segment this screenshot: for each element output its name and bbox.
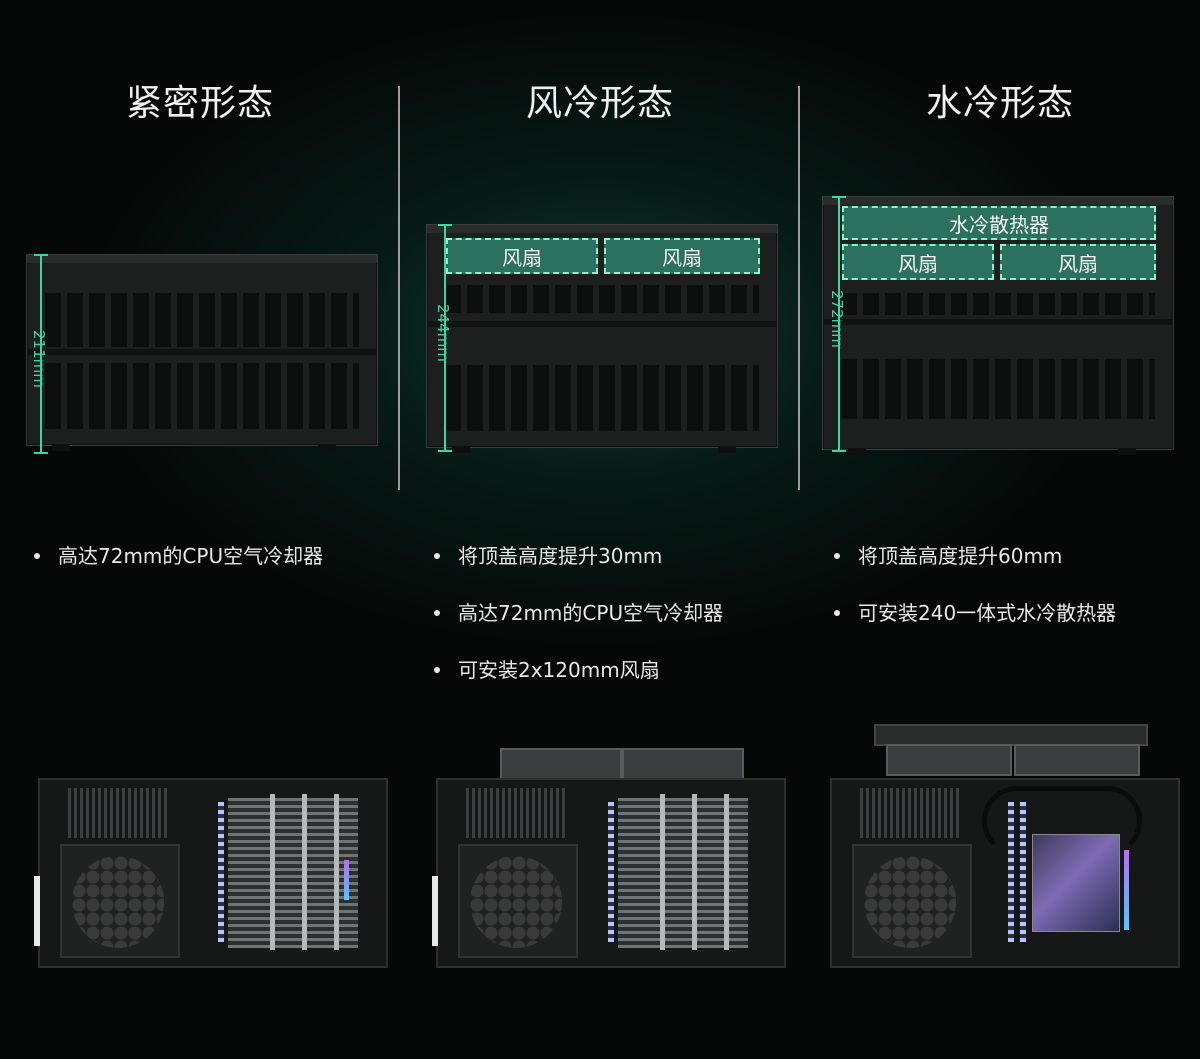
feature-item: 高达72mm的CPU空气冷却器 xyxy=(434,598,723,655)
fan-slot: 风扇 xyxy=(842,244,994,280)
case-front-view xyxy=(26,254,378,446)
top-fan-icon xyxy=(886,744,1012,776)
height-dimension-line xyxy=(832,196,846,452)
psu-fan-icon xyxy=(72,856,164,948)
divider xyxy=(798,86,800,490)
layout-air-cooling: 风冷形态 风扇 风扇 244mm 将顶盖高度提升30mm 高达72mm的CPU空… xyxy=(400,0,800,1059)
feature-item: 将顶盖高度提升30mm xyxy=(434,541,723,598)
fan-slot: 风扇 xyxy=(604,238,760,274)
radiator-slot: 水冷散热器 xyxy=(842,206,1156,240)
interior-photo xyxy=(34,778,388,968)
radiator-icon xyxy=(874,724,1148,746)
layout-compact: 紧密形态 211mm 高达72mm的CPU空气冷却器 xyxy=(0,0,400,1059)
feature-list: 高达72mm的CPU空气冷却器 xyxy=(34,541,323,598)
top-fan-icon xyxy=(1014,744,1140,776)
top-fan-icon xyxy=(500,748,622,780)
height-label: 211mm xyxy=(30,330,48,388)
feature-list: 将顶盖高度提升30mm 高达72mm的CPU空气冷却器 可安装2x120mm风扇 xyxy=(434,541,723,712)
feature-list: 将顶盖高度提升60mm 可安装240一体式水冷散热器 xyxy=(834,541,1116,655)
feature-item: 高达72mm的CPU空气冷却器 xyxy=(34,541,323,598)
height-dimension-line xyxy=(438,224,452,452)
psu xyxy=(852,844,972,958)
interior-photo xyxy=(830,778,1180,968)
layout-title: 水冷形态 xyxy=(925,83,1074,124)
feature-item: 可安装2x120mm风扇 xyxy=(434,655,723,712)
fan-slot: 风扇 xyxy=(446,238,598,274)
psu-fan-icon xyxy=(470,856,562,948)
height-label: 244mm xyxy=(434,304,452,362)
psu xyxy=(60,844,180,958)
layout-title: 风冷形态 xyxy=(525,83,674,124)
interior-photo xyxy=(432,778,786,968)
feature-item: 将顶盖高度提升60mm xyxy=(834,541,1116,598)
fan-slot: 风扇 xyxy=(1000,244,1156,280)
divider xyxy=(398,86,400,490)
height-dimension-line xyxy=(34,254,48,454)
layout-title: 紧密形态 xyxy=(125,83,274,124)
aio-pump-icon xyxy=(1032,834,1120,932)
feature-item: 可安装240一体式水冷散热器 xyxy=(834,598,1116,655)
psu xyxy=(458,844,578,958)
top-fan-icon xyxy=(622,748,744,780)
psu-fan-icon xyxy=(864,856,956,948)
layout-liquid-cooling: 水冷形态 水冷散热器 风扇 风扇 272mm 将顶盖高度提升60mm 可安装24… xyxy=(800,0,1200,1059)
height-label: 272mm xyxy=(828,290,846,348)
